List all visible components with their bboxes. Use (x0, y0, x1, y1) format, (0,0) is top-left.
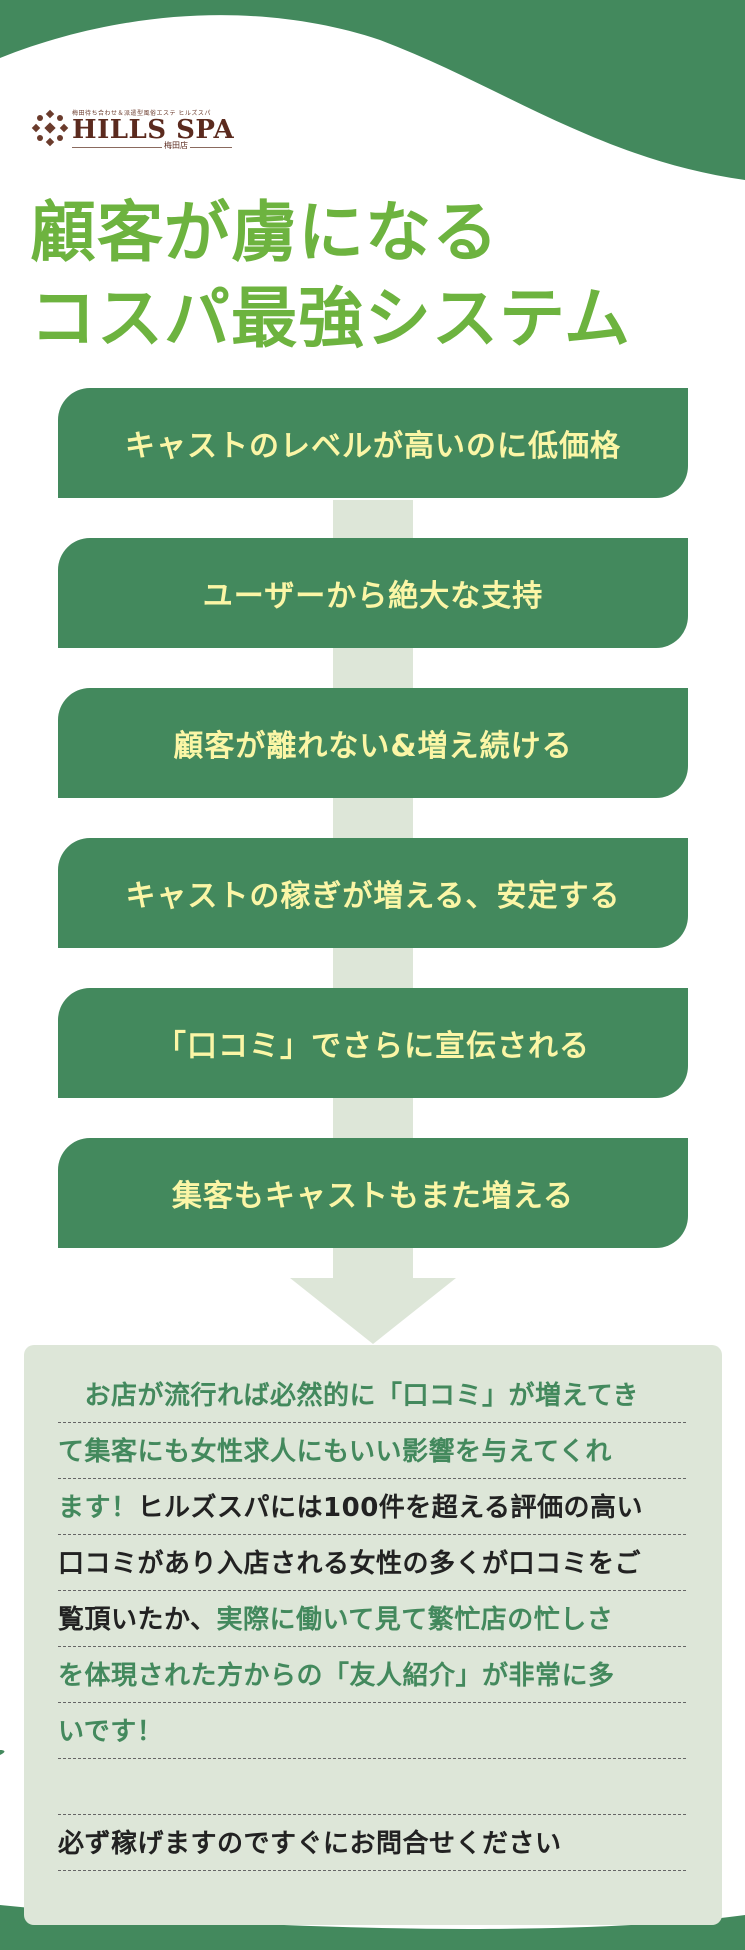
flow-step-label: 集客もキャストもまた増える (171, 1179, 575, 1214)
info-line: ます！ヒルズスパには100件を超える評価の高い (58, 1479, 686, 1535)
info-line: て集客にも女性求人にもいい影響を与えてくれ (58, 1423, 686, 1479)
flow-step: キャストの稼ぎが増える、安定する (58, 838, 688, 948)
page-title: 顧客が虜になる コスパ最強システム (30, 190, 720, 362)
flow-step: 顧客が離れない&増え続ける (58, 688, 688, 798)
info-segment: 覧頂いたか、 (58, 1605, 217, 1635)
flow-step-label: キャストの稼ぎが増える、安定する (125, 879, 621, 914)
info-segment: ヒルズスパには100件を超える評価の高い (137, 1493, 644, 1523)
page-title-line-2: コスパ最強システム (30, 280, 632, 357)
logo-divider (72, 147, 232, 148)
info-segment: 実際に働いて見て繁忙店の忙しさ (216, 1605, 614, 1635)
info-segment: 口コミがあり入店される女性の多くが口コミをご (58, 1549, 642, 1579)
hills-spa-logo[interactable]: 梅田待ち合わせ＆派遣型風俗エステ ヒルズスパ HILLS SPA 梅田店 (30, 104, 235, 156)
info-line: いです！ (58, 1703, 686, 1759)
ornament-icon (31, 109, 69, 147)
info-segment: いです！ (58, 1717, 164, 1747)
info-segment: て集客にも女性求人にもいい影響を与えてくれ (58, 1437, 612, 1467)
logo-branch: 梅田店 (162, 140, 190, 151)
flow-step-label: ユーザーから絶大な支持 (202, 579, 544, 614)
info-line: を体現された方からの「友人紹介」が非常に多 (58, 1647, 686, 1703)
flow-step-label: 顧客が離れない&増え続ける (173, 729, 573, 764)
info-segment: お店が流行れば必然的に「口コミ」が増えてき (58, 1381, 639, 1411)
flow-step-label: キャストのレベルが高いのに低価格 (125, 429, 621, 464)
logo-name: HILLS SPA (72, 115, 235, 145)
info-segment: ます！ (58, 1493, 138, 1523)
info-line: 覧頂いたか、実際に働いて見て繁忙店の忙しさ (58, 1591, 686, 1647)
flow-step: キャストのレベルが高いのに低価格 (58, 388, 688, 498)
flow-step: ユーザーから絶大な支持 (58, 538, 688, 648)
info-line: お店が流行れば必然的に「口コミ」が増えてき (58, 1367, 686, 1423)
flow-step-label: 「口コミ」でさらに宣伝される (156, 1029, 590, 1064)
info-box: お店が流行れば必然的に「口コミ」が増えてき て集客にも女性求人にもいい影響を与え… (24, 1345, 722, 1925)
page-title-line-1: 顧客が虜になる (30, 194, 499, 271)
info-blank-line (58, 1759, 686, 1815)
flow-arrow-head (290, 1278, 456, 1344)
info-cta: 必ず稼げますのですぐにお問合せください (58, 1829, 562, 1859)
flow-step: 「口コミ」でさらに宣伝される (58, 988, 688, 1098)
info-cta-line: 必ず稼げますのですぐにお問合せください (58, 1815, 686, 1871)
flow-step: 集客もキャストもまた増える (58, 1138, 688, 1248)
logo-tagline: 梅田待ち合わせ＆派遣型風俗エステ ヒルズスパ (72, 110, 211, 117)
info-segment: を体現された方からの「友人紹介」が非常に多 (58, 1661, 615, 1691)
info-text: お店が流行れば必然的に「口コミ」が増えてき て集客にも女性求人にもいい影響を与え… (58, 1367, 686, 1871)
info-line: 口コミがあり入店される女性の多くが口コミをご (58, 1535, 686, 1591)
